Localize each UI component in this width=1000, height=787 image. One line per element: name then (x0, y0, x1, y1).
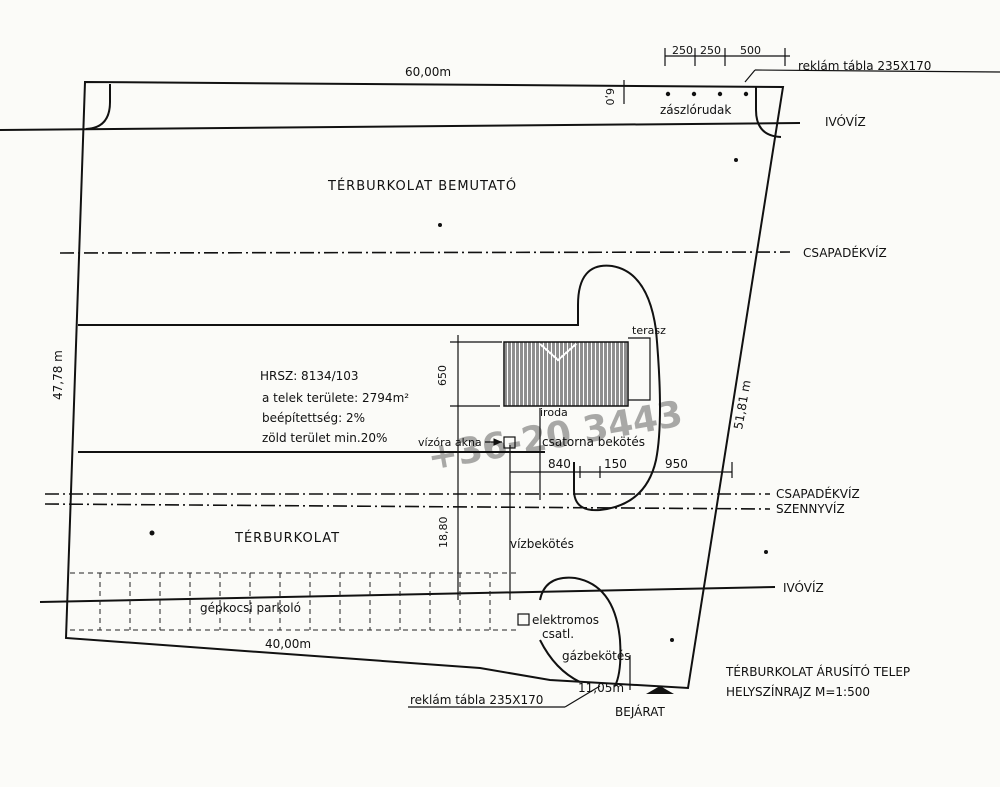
entrance-arrow (646, 686, 674, 694)
hrsz-label: HRSZ: 8134/103 (260, 369, 359, 383)
plot-boundary (64, 80, 785, 690)
entrance-lobe (539, 576, 622, 687)
corner-arc-right (755, 87, 782, 138)
dim-c-label: 950 (665, 457, 688, 471)
dim-b-label: 150 (604, 457, 627, 471)
terrace-outline (628, 337, 651, 401)
corner-arc-left (85, 84, 111, 130)
gas-connection-label: gázbekötés (562, 649, 630, 663)
building-to-road-label: 18,80 (437, 517, 450, 549)
sign-bottom-label: reklám tábla 235X170 (410, 693, 543, 707)
sign-top-label: reklám tábla 235X170 (798, 59, 931, 73)
electric-label-2: csatl. (542, 627, 574, 641)
sign-top-leader (744, 69, 756, 83)
green-area-label: zöld terület min.20% (262, 431, 387, 445)
sign-bottom-leader-d (564, 685, 601, 708)
roundabout-island (573, 264, 661, 512)
terrace-label: terasz (632, 324, 666, 337)
sewer-connection-label: csatorna bekötés (542, 435, 645, 449)
parking-grid (70, 572, 520, 631)
left-height-label: 47,78 m (51, 350, 65, 400)
drinking-water-line-bottom (39, 586, 776, 603)
title-line-2: HELYSZÍNRAJZ M=1:500 (726, 684, 870, 699)
office-building-roof (539, 343, 577, 362)
storm-water-line-top (59, 251, 791, 254)
building-depth-label: 650 (436, 365, 449, 386)
central-strip (78, 305, 579, 326)
sewage-label: SZENNYVÍZ (776, 501, 845, 516)
paving-label: TÉRBURKOLAT (234, 530, 340, 546)
bottom-width-label: 40,00m (265, 637, 311, 651)
building-label: iroda (540, 406, 568, 419)
water-meter-pit (503, 436, 516, 449)
gate-width-label: 11,05m (578, 681, 624, 695)
electric-label-1: elektromos (532, 613, 599, 627)
flag-spacing-3: 500 (740, 44, 761, 57)
flag-spacing-1: 250 (672, 44, 693, 57)
flagpoles (665, 91, 749, 97)
entrance-label: BEJÁRAT (615, 704, 665, 719)
plot-area-label: a telek területe: 2794m² (262, 391, 409, 405)
drinking-water-line-top (0, 122, 801, 131)
water-meter-label: vízóra akna (418, 436, 482, 449)
sewage-line (44, 503, 771, 510)
sign-top-leader-h (754, 69, 1000, 73)
top-width-label: 60,00m (405, 65, 451, 79)
flagpoles-label: zászlórudak (660, 103, 731, 117)
top-offset-label: 6,0 (603, 88, 616, 106)
electric-box (517, 613, 530, 626)
storm-water-label-2: CSAPADÉKVÍZ (776, 486, 860, 501)
marker-dots (149, 158, 768, 642)
drinking-water-label-2: IVÓVÍZ (783, 580, 824, 595)
water-connection-label: vízbekötés (510, 537, 574, 551)
paving-showroom-label: TÉRBURKOLAT BEMUTATÓ (327, 178, 517, 194)
flag-spacing-2: 250 (700, 44, 721, 57)
title-line-1: TÉRBURKOLAT ÁRUSÍTÓ TELEP (725, 664, 910, 679)
right-height-label: 51,81 m (731, 379, 753, 431)
storm-water-label-1: CSAPADÉKVÍZ (803, 245, 887, 260)
drinking-water-label-1: IVÓVÍZ (825, 114, 866, 129)
dim-a-label: 840 (548, 457, 571, 471)
built-ratio-label: beépítettség: 2% (262, 411, 365, 425)
entrance-lobe-left (539, 639, 581, 683)
car-parking-label: gépkocsi parkoló (200, 601, 301, 615)
